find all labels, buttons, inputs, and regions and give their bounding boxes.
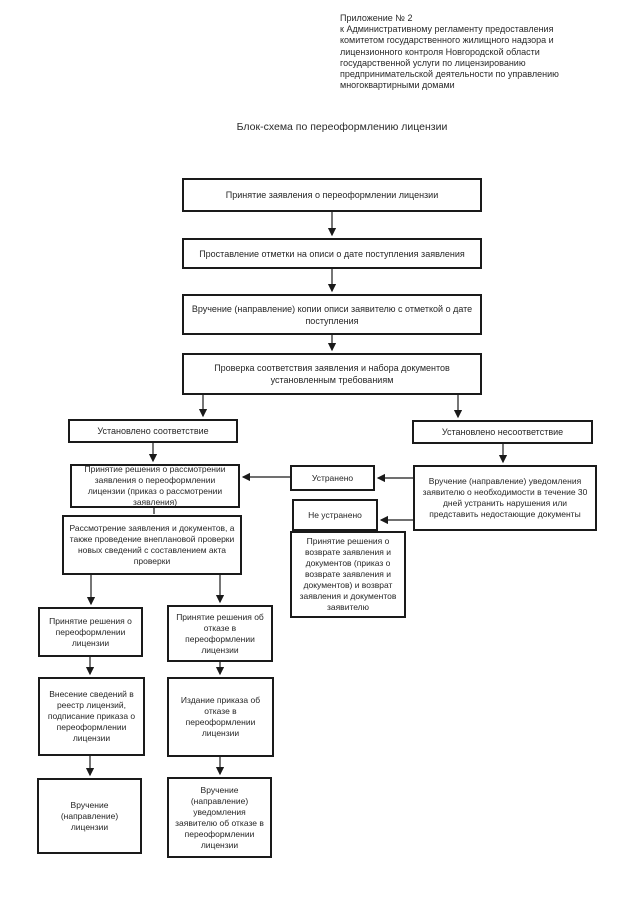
header-line: к Административному регламенту предостав… [340, 24, 554, 35]
node-register-entry: Внесение сведений в реестр лицензий, под… [38, 677, 145, 756]
node-fixed: Устранено [290, 465, 375, 491]
node-review-application: Рассмотрение заявления и документов, а т… [62, 515, 242, 575]
header-line: лицензионного контроля Новгородской обла… [340, 46, 540, 57]
node-decision-to-review: Принятие решения о рассмотрении заявлени… [70, 464, 240, 508]
node-accept-application: Принятие заявления о переоформлении лице… [182, 178, 482, 212]
node-not-fixed: Не устранено [292, 499, 378, 531]
node-mark-inventory: Проставление отметки на описи о дате пос… [182, 238, 482, 269]
node-compliance-found: Установлено соответствие [68, 419, 238, 443]
node-check-compliance: Проверка соответствия заявления и набора… [182, 353, 482, 395]
page-title: Блок-схема по переоформлению лицензии [236, 121, 448, 133]
node-deliver-license: Вручение (направление) лицензии [37, 778, 142, 854]
node-notify-fix: Вручение (направление) уведомления заяви… [413, 465, 597, 531]
header-line: многоквартирными домами [340, 80, 455, 91]
node-refusal-order: Издание приказа об отказе в переоформлен… [167, 677, 274, 757]
header-line: государственной услуги по лицензированию [340, 57, 526, 68]
header-line: Приложение № 2 [340, 13, 413, 23]
appendix-header: Приложение № 2 к Административному регла… [340, 13, 632, 91]
node-deliver-copy: Вручение (направление) копии описи заяви… [182, 294, 482, 335]
node-refusal-decision: Принятие решения об отказе в переоформле… [167, 605, 273, 662]
header-line: предпринимательской деятельности по упра… [340, 69, 559, 80]
node-return-decision: Принятие решения о возврате заявления и … [290, 531, 406, 618]
node-noncompliance-found: Установлено несоответствие [412, 420, 593, 444]
node-deliver-refusal: Вручение (направление) уведомления заяви… [167, 777, 272, 858]
header-line: комитетом государственного жилищного над… [340, 35, 554, 46]
node-reissue-decision: Принятие решения о переоформлении лиценз… [38, 607, 143, 657]
